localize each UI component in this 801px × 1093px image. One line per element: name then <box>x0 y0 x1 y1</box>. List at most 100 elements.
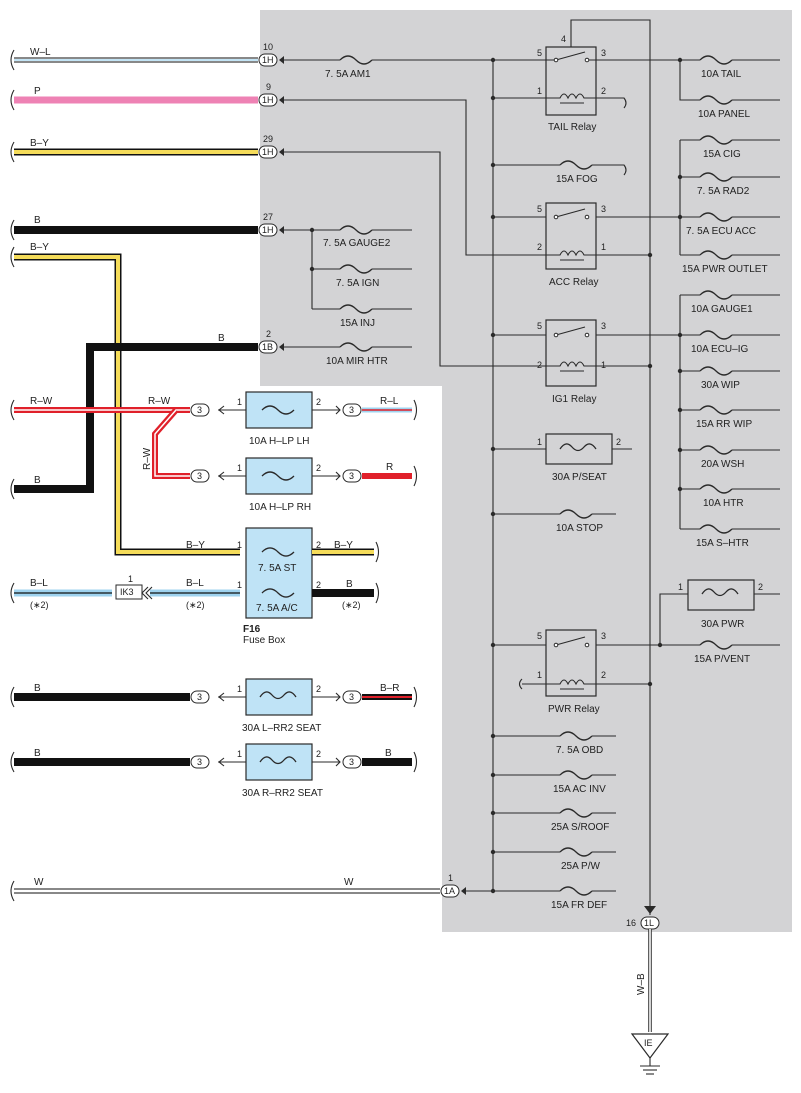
svg-text:1: 1 <box>537 670 542 680</box>
wire-label-b-3: B <box>218 333 225 344</box>
fuse-mir-htr-label: 10A MIR HTR <box>326 356 388 367</box>
svg-text:1: 1 <box>537 86 542 96</box>
svg-text:29: 29 <box>263 134 273 144</box>
svg-text:3: 3 <box>349 405 354 415</box>
svg-text:1: 1 <box>678 582 683 592</box>
svg-text:1H: 1H <box>262 55 274 65</box>
wire-label-p: P <box>34 86 41 97</box>
fuse-gauge1-label: 10A GAUGE1 <box>691 304 753 315</box>
svg-text:10: 10 <box>263 42 273 52</box>
svg-text:2: 2 <box>601 670 606 680</box>
svg-text:2: 2 <box>601 86 606 96</box>
fuse-tail-label: 10A TAIL <box>701 69 742 80</box>
note-star2-1: (∗2) <box>30 600 49 610</box>
svg-text:3: 3 <box>197 405 202 415</box>
svg-text:2: 2 <box>316 580 321 590</box>
wire-label-r-w-3: R–W <box>142 447 153 470</box>
fuse-r-rr2-seat: 3 1 2 3 B 30A R–RR2 SEAT <box>190 743 418 799</box>
fuse-tail-symbol <box>699 55 733 65</box>
svg-text:Fuse Box: Fuse Box <box>243 635 285 646</box>
svg-text:30A P/SEAT: 30A P/SEAT <box>552 472 607 483</box>
svg-text:1: 1 <box>237 580 242 590</box>
wire-b-l: B–L (∗2) B–L (∗2) IK3 1 <box>10 574 240 610</box>
svg-text:3: 3 <box>601 48 606 58</box>
fuse-gauge2-label: 7. 5A GAUGE2 <box>323 238 391 249</box>
svg-text:5: 5 <box>537 204 542 214</box>
relay-acc: 5 3 2 1 ACC Relay <box>537 202 680 288</box>
svg-text:3: 3 <box>197 471 202 481</box>
svg-text:2: 2 <box>316 397 321 407</box>
svg-text:IE: IE <box>644 1038 653 1048</box>
svg-text:5: 5 <box>537 321 542 331</box>
svg-text:1: 1 <box>237 749 242 759</box>
svg-text:5: 5 <box>537 631 542 641</box>
svg-text:2: 2 <box>758 582 763 592</box>
svg-text:1: 1 <box>237 397 242 407</box>
svg-text:1: 1 <box>601 242 606 252</box>
svg-text:2: 2 <box>316 684 321 694</box>
svg-text:30A L–RR2 SEAT: 30A L–RR2 SEAT <box>242 723 321 734</box>
svg-text:7. 5A ST: 7. 5A ST <box>258 563 296 574</box>
wire-b-l-rr2: B <box>10 683 190 708</box>
fuse-s-htr-label: 15A S–HTR <box>696 538 749 549</box>
svg-text:W–B: W–B <box>636 973 647 995</box>
wire-label-w-2: W <box>344 877 354 888</box>
svg-text:B: B <box>385 748 392 759</box>
wire-label-b-y: B–Y <box>30 138 49 149</box>
fuse-ecu-acc-label: 7. 5A ECU ACC <box>686 226 756 237</box>
fuse-rr-wip-label: 15A RR WIP <box>696 419 752 430</box>
svg-text:PWR Relay: PWR Relay <box>548 704 600 715</box>
svg-text:3: 3 <box>349 757 354 767</box>
svg-text:7. 5A A/C: 7. 5A A/C <box>256 603 298 614</box>
svg-text:10A H–LP LH: 10A H–LP LH <box>249 436 309 447</box>
wire-b-y-st: B–Y B–Y <box>10 242 240 556</box>
svg-text:1: 1 <box>448 873 453 883</box>
connector-1h-29: 1H 29 <box>258 134 284 159</box>
svg-text:1: 1 <box>237 684 242 694</box>
svg-text:(∗2): (∗2) <box>342 600 361 610</box>
wire-label-b-4: B <box>34 683 41 694</box>
connector-ik3: IK3 <box>120 587 134 597</box>
fuse-pwr-outlet-label: 15A PWR OUTLET <box>682 264 768 275</box>
svg-text:1: 1 <box>537 437 542 447</box>
wire-label-b-2: B <box>34 475 41 486</box>
svg-text:R: R <box>386 462 393 473</box>
svg-text:2: 2 <box>537 242 542 252</box>
fuses-bottom: 7. 5A OBD 15A AC INV 25A S/ROOF 25A P/W … <box>490 731 616 911</box>
svg-text:7. 5A OBD: 7. 5A OBD <box>556 745 603 756</box>
relay-ig1: 5 3 2 1 IG1 Relay <box>537 319 680 405</box>
svg-text:9: 9 <box>266 82 271 92</box>
connector-1h-27: 1H 27 <box>258 212 284 237</box>
fuse-wsh-label: 20A WSH <box>701 459 744 470</box>
connector-1a-1: 1A 1 <box>440 873 466 898</box>
svg-text:1B: 1B <box>262 342 273 352</box>
svg-text:3: 3 <box>601 204 606 214</box>
svg-text:1: 1 <box>601 360 606 370</box>
fuse-l-rr2-seat: 3 1 2 3 B–R 30A L–RR2 SEAT <box>190 678 418 734</box>
wire-label-b-y-3: B–Y <box>186 540 205 551</box>
fuse-am1-label: 7. 5A AM1 <box>325 69 371 80</box>
svg-text:IG1 Relay: IG1 Relay <box>552 394 596 405</box>
wire-r-w: R–W R–W R–W <box>10 396 190 479</box>
svg-text:30A PWR: 30A PWR <box>701 619 744 630</box>
fuse-ign-label: 7. 5A IGN <box>336 278 379 289</box>
svg-text:3: 3 <box>601 321 606 331</box>
svg-text:3: 3 <box>349 692 354 702</box>
svg-text:30A R–RR2 SEAT: 30A R–RR2 SEAT <box>242 788 323 799</box>
svg-text:1: 1 <box>237 540 242 550</box>
fuse-fog-label: 15A FOG <box>556 174 598 185</box>
svg-text:1L: 1L <box>644 918 654 928</box>
wire-label-b-l: B–L <box>30 578 48 589</box>
fuse-cig-label: 15A CIG <box>703 149 741 160</box>
svg-text:2: 2 <box>616 437 621 447</box>
svg-text:3: 3 <box>601 631 606 641</box>
wire-b-y-top: B–Y <box>10 138 258 163</box>
svg-text:15A FR DEF: 15A FR DEF <box>551 900 607 911</box>
svg-text:4: 4 <box>561 34 566 44</box>
svg-text:3: 3 <box>197 692 202 702</box>
fuse-am1-symbol <box>339 55 373 65</box>
connector-1h-10: 1H 10 <box>258 42 284 67</box>
svg-text:TAIL Relay: TAIL Relay <box>548 122 596 133</box>
svg-text:ACC Relay: ACC Relay <box>549 277 598 288</box>
